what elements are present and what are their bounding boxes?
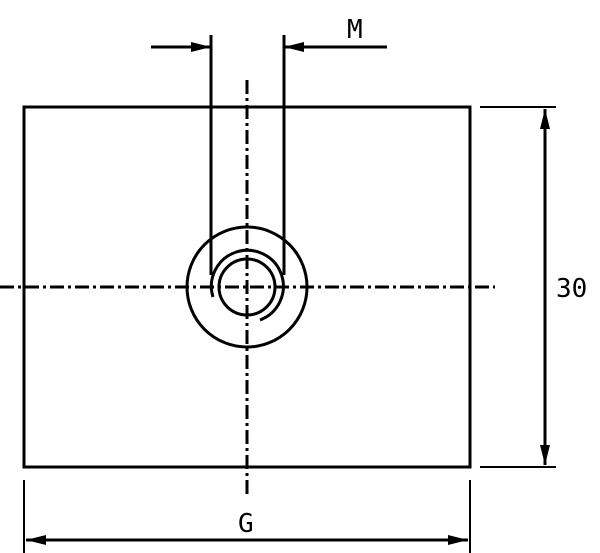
- outer-circle: [185, 225, 309, 349]
- inner-bore-circle: [217, 257, 277, 317]
- thread-arc: [209, 248, 285, 322]
- width-dimension-label: G: [238, 509, 254, 539]
- height-dimension-label: 30: [556, 274, 587, 304]
- m-dimension-label: M: [347, 15, 363, 45]
